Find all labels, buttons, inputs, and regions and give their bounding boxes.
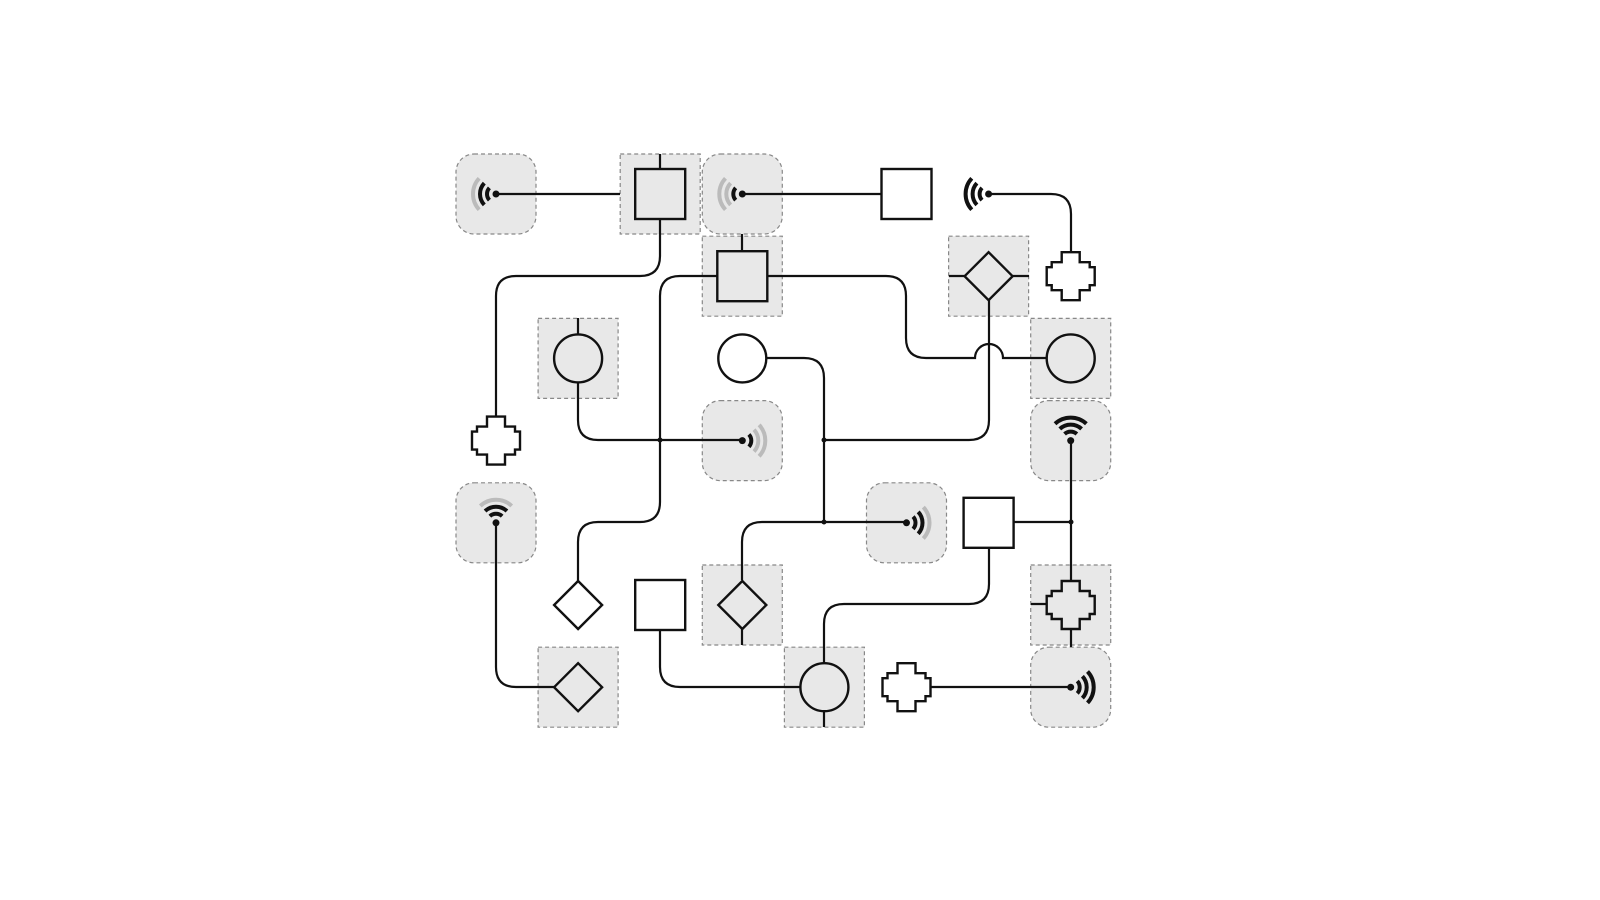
diamond-icon: [716, 579, 768, 631]
circle-icon: [552, 333, 604, 384]
diamond-icon: [962, 250, 1015, 302]
wire: [824, 300, 991, 442]
signal-arc: [911, 515, 918, 531]
signal-arc: [1063, 429, 1079, 436]
wifi-signal-icon: [471, 176, 500, 212]
junction-dot: [657, 437, 663, 443]
signal-arc: [478, 181, 486, 207]
signal-arc: [963, 176, 974, 212]
wifi-node[interactable]: [471, 176, 500, 212]
square-node[interactable]: [634, 578, 687, 632]
circle-node[interactable]: [1045, 333, 1096, 384]
cross-node[interactable]: [1045, 579, 1096, 631]
wifi-node[interactable]: [903, 505, 932, 540]
diamond-icon: [552, 661, 604, 713]
wire: [576, 318, 742, 442]
signal-arc: [747, 433, 754, 449]
wifi-signal-icon: [738, 423, 768, 458]
square-node[interactable]: [880, 167, 933, 221]
circle-icon: [799, 662, 850, 713]
wire: [766, 274, 1047, 360]
circle-icon: [717, 333, 768, 384]
wire: [1013, 440, 1073, 580]
cross-icon: [470, 415, 522, 466]
signal-arc: [1080, 674, 1089, 700]
circle-icon: [1045, 333, 1096, 384]
wifi-signal-icon: [1067, 670, 1096, 705]
wifi-node[interactable]: [1053, 415, 1088, 445]
square-node[interactable]: [962, 496, 1015, 549]
square-node[interactable]: [716, 250, 769, 303]
cross-node[interactable]: [1045, 251, 1096, 302]
square-icon: [634, 578, 687, 632]
node-layer: [470, 167, 1096, 713]
signal-arc: [1058, 422, 1083, 431]
wire: [1031, 602, 1073, 647]
wire: [658, 628, 800, 689]
wifi-signal-icon: [717, 176, 746, 212]
wifi-node[interactable]: [1067, 670, 1096, 705]
signal-arc: [977, 186, 984, 202]
diamond-node[interactable]: [716, 579, 768, 631]
cross-node[interactable]: [881, 662, 932, 713]
square-icon: [716, 250, 769, 303]
signal-arc: [471, 176, 481, 212]
circle-node[interactable]: [717, 333, 768, 384]
wifi-node[interactable]: [738, 423, 768, 458]
diamond-node[interactable]: [552, 579, 604, 631]
cross-icon: [881, 662, 932, 713]
wifi-signal-icon: [903, 505, 932, 540]
square-node[interactable]: [634, 167, 687, 221]
diamond-icon: [552, 579, 604, 631]
cross-node[interactable]: [470, 415, 522, 466]
signal-arc: [717, 176, 728, 212]
square-icon: [962, 496, 1015, 549]
signal-arc: [485, 186, 492, 202]
junction-dot: [821, 519, 827, 525]
cross-icon: [1045, 251, 1096, 302]
wire: [766, 356, 826, 522]
diamond-node[interactable]: [552, 661, 604, 713]
junction-dot: [1068, 519, 1074, 525]
signal-arc: [916, 510, 925, 536]
wifi-signal-icon: [963, 176, 993, 212]
signal-arc: [970, 181, 979, 207]
wire: [822, 546, 991, 727]
square-icon: [880, 167, 933, 221]
signal-arc: [1085, 670, 1096, 705]
signal-arc: [478, 497, 514, 508]
signal-arc: [752, 428, 761, 453]
wifi-node[interactable]: [963, 176, 993, 212]
wifi-node[interactable]: [717, 176, 746, 212]
wifi-node[interactable]: [478, 497, 514, 527]
diamond-node[interactable]: [962, 250, 1015, 302]
circle-node[interactable]: [552, 333, 604, 384]
junction-dot: [821, 437, 827, 443]
signal-arc: [921, 505, 932, 540]
cross-icon: [1045, 579, 1096, 631]
tile-layer: [455, 153, 1112, 728]
circle-node[interactable]: [799, 662, 850, 713]
signal-arc: [724, 181, 733, 207]
wifi-signal-icon: [478, 497, 514, 527]
wire: [740, 520, 906, 580]
signal-arc: [1075, 679, 1082, 695]
signal-arc: [488, 511, 504, 518]
signal-arc: [757, 423, 768, 458]
square-icon: [634, 167, 687, 221]
wire: [494, 218, 662, 416]
wire: [576, 274, 718, 582]
signal-arc: [483, 504, 509, 513]
wire-layer: [494, 154, 1074, 727]
wifi-signal-icon: [1053, 415, 1088, 445]
signal-arc: [1053, 415, 1088, 426]
wire: [494, 522, 554, 689]
signal-arc: [731, 186, 738, 202]
wire: [989, 192, 1073, 252]
